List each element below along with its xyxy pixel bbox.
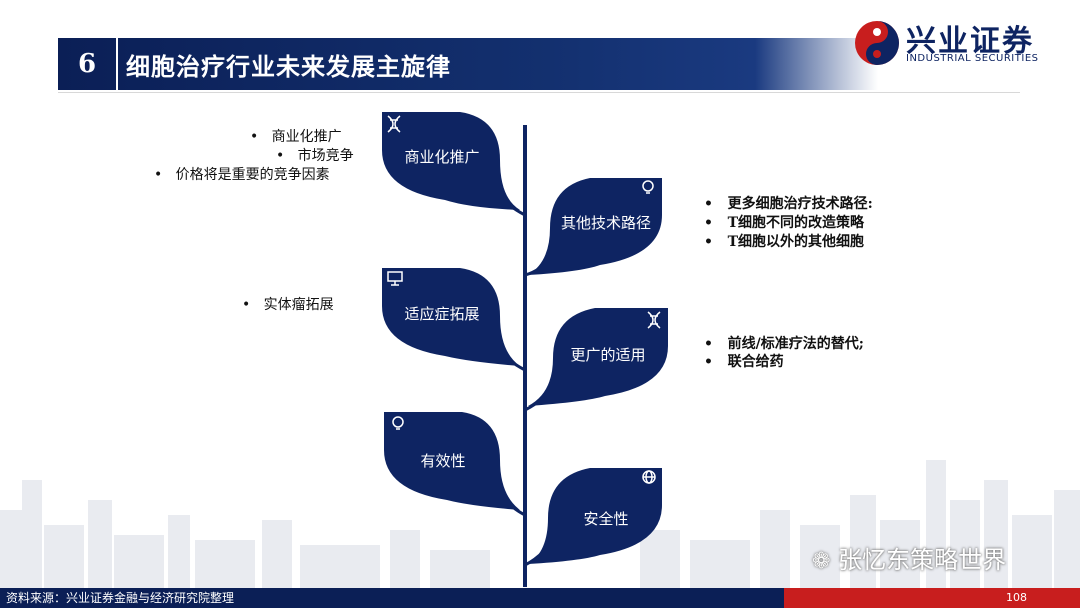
dna-icon — [387, 115, 401, 133]
header-bar — [58, 38, 878, 90]
leaf-label-indication: 适应症拓展 — [404, 305, 480, 323]
leaf-label-efficacy: 有效性 — [420, 452, 466, 470]
note-commercial-1: • 商业化推广 — [250, 129, 342, 145]
leaf-safety — [528, 468, 662, 564]
page-number: 108 — [1006, 591, 1027, 604]
wechat-icon: ❁ — [812, 549, 831, 574]
monitor-icon — [387, 271, 403, 286]
leaf-efficacy — [384, 412, 520, 510]
lightbulb-icon — [642, 180, 654, 194]
logo-name-cn: 兴业证券 — [906, 24, 1034, 59]
note-tech-1: • 更多细胞治疗技术路径: — [704, 196, 873, 212]
watermark: ❁ 张忆东策略世界 — [812, 546, 1007, 574]
tree-trunk — [523, 125, 527, 587]
header-divider — [58, 92, 1020, 93]
leaf-indication — [382, 268, 520, 366]
leaf-tech-paths — [528, 178, 662, 275]
leaf-label-commercial: 商业化推广 — [404, 148, 480, 166]
lightbulb-icon — [392, 416, 404, 430]
note-commercial-2: • 市场竞争 — [276, 148, 354, 164]
logo-name-en: INDUSTRIAL SECURITIES — [906, 53, 1039, 64]
note-tech-2: • T细胞不同的改造策略 — [704, 215, 864, 231]
leaf-broader — [528, 308, 668, 406]
page-title: 细胞治疗行业未来发展主旋律 — [126, 51, 451, 81]
leaf-label-tech-paths: 其他技术路径 — [560, 214, 651, 232]
note-broader-2: • 联合给药 — [704, 354, 784, 370]
leaf-commercial — [382, 112, 520, 210]
note-tech-3: • T细胞以外的其他细胞 — [704, 234, 864, 250]
globe-icon — [642, 470, 656, 484]
note-broader-1: • 前线/标准疗法的替代; — [704, 336, 864, 352]
city-skyline-background — [0, 460, 1080, 590]
note-indication-1: • 实体瘤拓展 — [242, 297, 334, 313]
dna-icon — [647, 311, 661, 329]
note-commercial-3: • 价格将是重要的竞争因素 — [154, 167, 330, 183]
leaf-label-broader: 更广的适用 — [570, 346, 646, 364]
section-number: 6 — [58, 38, 118, 90]
footer-accent — [784, 588, 1080, 608]
footer-source: 资料来源：兴业证券金融与经济研究院整理 — [0, 588, 784, 608]
company-logo-icon — [855, 21, 899, 65]
leaf-label-safety: 安全性 — [583, 510, 629, 528]
